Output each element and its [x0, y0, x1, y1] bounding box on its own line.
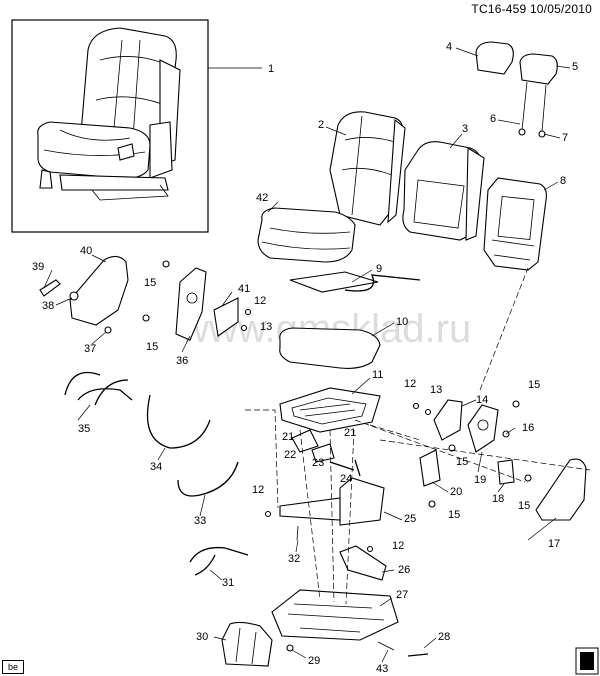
support-22	[291, 429, 319, 453]
outer-trim-panel	[69, 255, 129, 326]
callout-17: 17	[548, 538, 560, 550]
callout-15-d: 15	[456, 456, 468, 468]
heater-pad	[289, 271, 379, 293]
callout-40: 40	[80, 245, 92, 257]
callout-15-a: 15	[144, 277, 156, 289]
callout-14: 14	[476, 394, 488, 406]
callout-25: 25	[404, 513, 416, 525]
callout-15-e: 15	[518, 500, 530, 512]
callout-9: 9	[376, 263, 382, 275]
callout-12-lower: 12	[252, 484, 264, 496]
callout-27: 27	[396, 589, 408, 601]
seat-back-frame	[483, 177, 547, 271]
callout-labels: 1 2 3 4 5 6 7 8 9 10 11 12 12 12 12 13 1…	[32, 41, 578, 675]
recliner-mechanism-right	[433, 399, 463, 441]
recliner-mechanism-left	[175, 267, 207, 341]
callout-33: 33	[194, 515, 206, 527]
callout-23: 23	[312, 457, 324, 469]
recliner-19	[467, 404, 499, 453]
callout-42: 42	[256, 192, 268, 204]
cushion-pad	[279, 327, 381, 369]
callout-2: 2	[318, 119, 324, 131]
bracket-23	[311, 443, 335, 463]
cover-26	[339, 545, 387, 581]
callout-21-right: 21	[344, 427, 356, 439]
callout-6: 6	[490, 113, 496, 125]
bracket-20	[419, 449, 441, 487]
callout-12-left: 12	[254, 295, 266, 307]
callout-21-left: 21	[282, 431, 294, 443]
callout-28: 28	[438, 631, 450, 643]
callout-15-f: 15	[448, 509, 460, 521]
callout-13-right: 13	[430, 384, 442, 396]
drawing-code: TC16-459	[471, 2, 527, 16]
harness-31	[189, 546, 249, 576]
callout-29: 29	[308, 655, 320, 667]
callout-19: 19	[474, 474, 486, 486]
drawing-date: 10/05/2010	[529, 2, 592, 16]
callout-7: 7	[562, 132, 568, 144]
complete-seat-illustration	[37, 27, 181, 201]
callout-41: 41	[238, 283, 250, 295]
callout-24: 24	[340, 473, 352, 485]
callout-26: 26	[398, 564, 410, 576]
headrest	[519, 53, 558, 85]
callout-15-b: 15	[146, 341, 158, 353]
trim-piece-41	[213, 297, 239, 337]
outer-shield-17	[535, 458, 587, 521]
callout-20: 20	[450, 486, 462, 498]
callout-15-c: 15	[528, 379, 540, 391]
harness-35	[64, 371, 133, 406]
seat-cushion	[257, 207, 356, 263]
callout-18: 18	[492, 493, 504, 505]
seat-back-cushion	[329, 111, 406, 226]
callout-11: 11	[372, 369, 383, 381]
publisher-logo	[575, 647, 599, 675]
callout-22: 22	[284, 449, 296, 461]
harness-33	[177, 461, 239, 497]
cover-25	[339, 477, 385, 526]
harness-34	[146, 394, 211, 449]
callout-5: 5	[572, 61, 578, 73]
inset-frame	[11, 19, 209, 233]
seat-frame	[279, 387, 381, 433]
callout-32: 32	[288, 553, 300, 565]
headrest-cover	[475, 41, 514, 75]
callout-10: 10	[396, 316, 408, 328]
callout-16: 16	[522, 422, 534, 434]
callout-4: 4	[446, 41, 452, 53]
callout-39: 39	[32, 261, 44, 273]
callout-37: 37	[84, 343, 96, 355]
seat-back-frame-trim	[402, 141, 485, 241]
corner-tag: be	[2, 660, 24, 674]
callout-13-left: 13	[260, 321, 272, 333]
switch-18	[497, 459, 515, 485]
callout-31: 31	[222, 577, 234, 589]
callout-3: 3	[462, 123, 468, 135]
callout-43: 43	[376, 663, 388, 675]
callout-30: 30	[196, 631, 208, 643]
leader-lines	[43, 47, 571, 663]
cover-30	[221, 621, 273, 667]
callout-35: 35	[78, 423, 90, 435]
seat-adjuster-27	[271, 589, 399, 641]
callout-1: 1	[268, 63, 274, 75]
callout-12-bottom: 12	[392, 540, 404, 552]
callout-34: 34	[150, 461, 162, 473]
callout-38: 38	[42, 300, 54, 312]
callout-36: 36	[176, 355, 188, 367]
panel-25	[279, 497, 341, 521]
callout-8: 8	[560, 175, 566, 187]
drawing-header: TC16-459 10/05/2010	[471, 2, 592, 16]
strap-39	[39, 279, 61, 297]
callout-12-right: 12	[404, 378, 416, 390]
